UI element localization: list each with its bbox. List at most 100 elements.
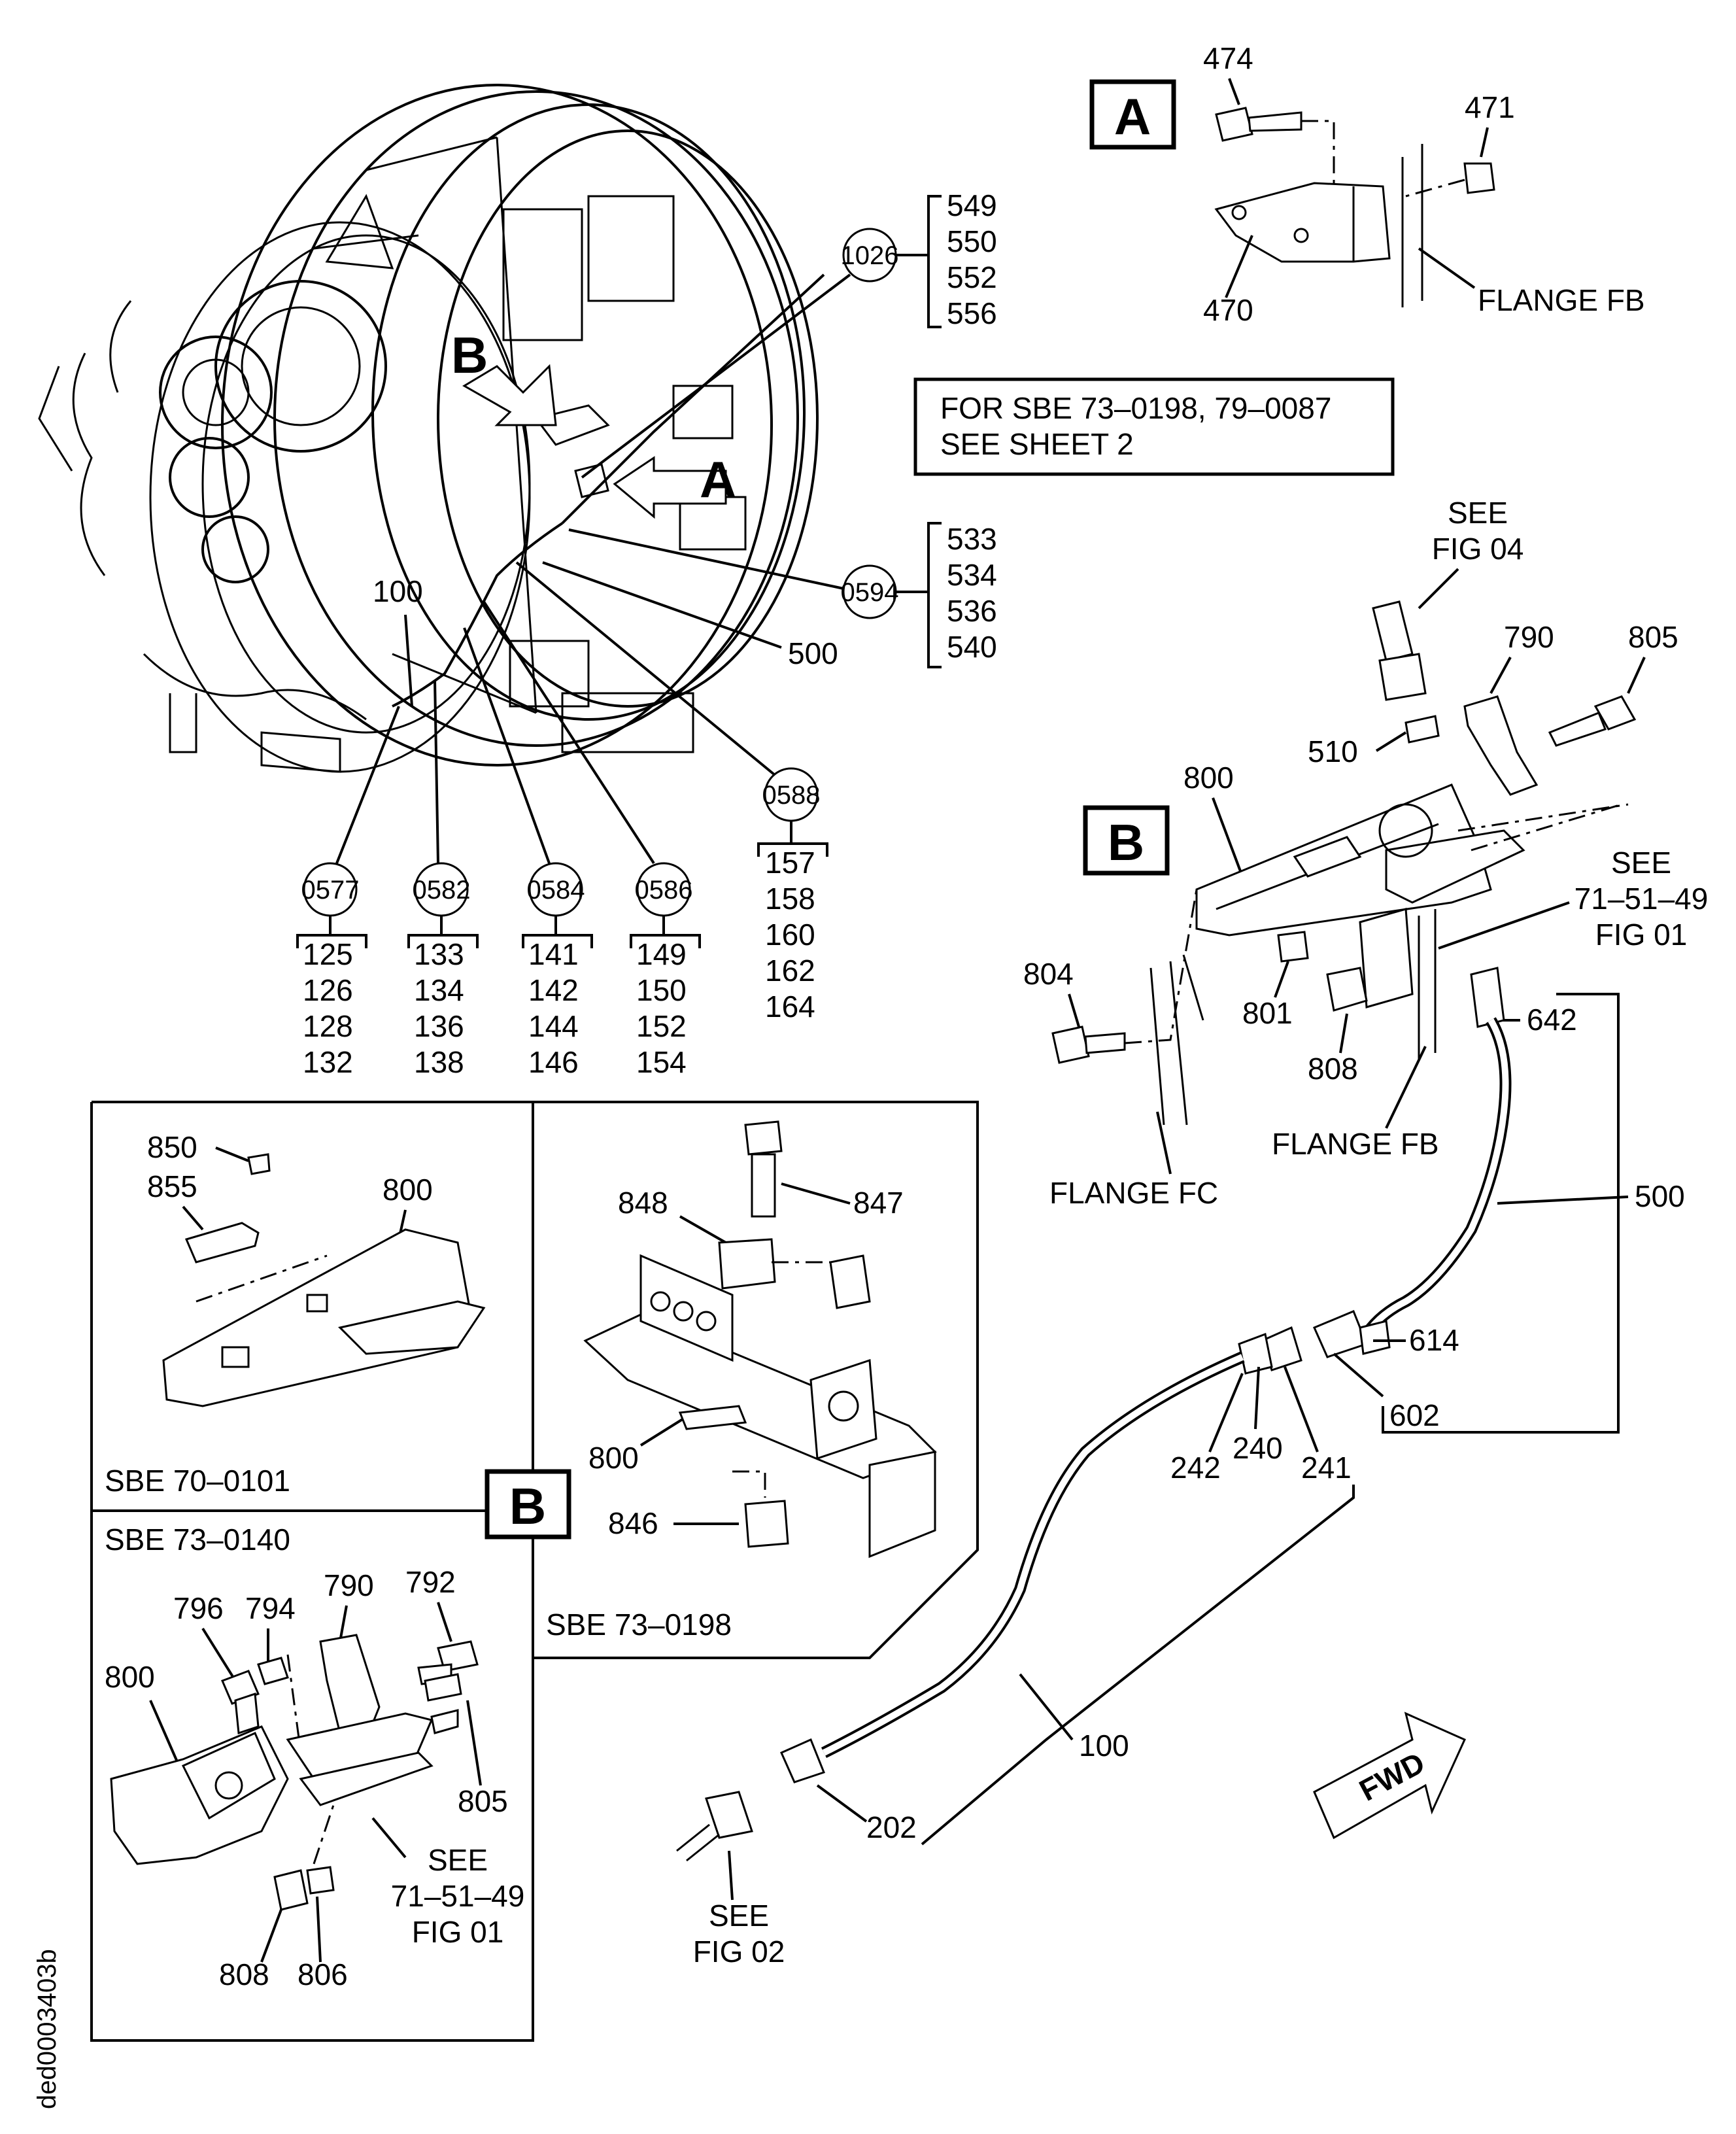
panel-see-line3: FIG 01 (412, 1915, 504, 1949)
part-202: 202 (866, 1810, 917, 1844)
callout-0594-item: 533 (947, 522, 997, 556)
callout-1026-item: 552 (947, 260, 997, 294)
part-808-sbe73: 808 (219, 1957, 269, 1991)
part-471: 471 (1465, 90, 1515, 124)
part-800-sbe70: 800 (383, 1173, 433, 1207)
part-642: 642 (1527, 1003, 1577, 1037)
part-801: 801 (1242, 996, 1293, 1030)
part-808: 808 (1308, 1052, 1358, 1086)
part-805: 805 (1628, 620, 1678, 654)
callout-0594-item: 540 (947, 630, 997, 664)
see-fig02-line2: FIG 02 (693, 1935, 785, 1969)
callout-1026-item: 550 (947, 224, 997, 258)
callout-0594-item: 536 (947, 594, 997, 628)
part-800-sbe73-0140: 800 (105, 1660, 155, 1694)
callout-0584-item: 141 (528, 937, 579, 971)
part-790: 790 (1504, 620, 1554, 654)
part-805-sbe73: 805 (458, 1784, 508, 1818)
callout-0584-id: 0584 (527, 876, 585, 904)
callout-1026-id: 1026 (841, 241, 899, 270)
part-848: 848 (618, 1186, 668, 1220)
see-fig02-line1: SEE (709, 1899, 769, 1933)
callout-0594-item: 534 (947, 558, 997, 592)
callout-0577: 0577 125 126 128 132 (296, 706, 400, 1079)
view-b-letter: B (451, 326, 488, 384)
panel-sbe73-0140: SBE 73–0140 796 794 790 792 800 805 SEE … (105, 1523, 524, 1991)
part-500: 500 (1635, 1179, 1685, 1213)
panel-see-line1: SEE (428, 1843, 488, 1877)
engine-tube-500-label: 500 (788, 636, 838, 670)
part-792: 792 (405, 1565, 456, 1599)
note-line-1: FOR SBE 73–0198, 79–0087 (940, 391, 1331, 425)
part-242: 242 (1170, 1451, 1221, 1485)
see-71-line1: SEE (1611, 846, 1671, 880)
callout-1026: 1026 549 550 552 556 (581, 188, 997, 479)
part-240: 240 (1233, 1431, 1283, 1465)
panel-see-line2: 71–51–49 (391, 1879, 525, 1913)
see-fig04-line1: SEE (1448, 496, 1508, 530)
callout-0584: 0584 141 142 144 146 (463, 627, 593, 1079)
callout-0586-item: 152 (636, 1009, 687, 1043)
engine-illustration: B A (38, 84, 825, 773)
part-804: 804 (1023, 957, 1074, 991)
part-796: 796 (173, 1591, 224, 1625)
part-510: 510 (1308, 734, 1358, 768)
callout-0582-item: 138 (414, 1045, 464, 1079)
note-box: FOR SBE 73–0198, 79–0087 SEE SHEET 2 (913, 377, 1395, 476)
callout-0588-item: 157 (765, 846, 815, 880)
callout-0584-item: 142 (528, 973, 579, 1007)
flange-fb-label-b: FLANGE FB (1272, 1127, 1439, 1161)
callout-0582-item: 136 (414, 1009, 464, 1043)
flange-fb-label-a: FLANGE FB (1478, 283, 1645, 317)
callout-0594: 0594 533 534 536 540 (568, 522, 997, 668)
callout-1026-item: 549 (947, 188, 997, 222)
part-100: 100 (1079, 1729, 1129, 1763)
detail-a-letter: A (1114, 88, 1151, 145)
callout-0594-id: 0594 (841, 578, 899, 607)
part-241: 241 (1301, 1451, 1352, 1485)
callout-0588-item: 160 (765, 918, 815, 952)
panel-b-letter: B (509, 1477, 546, 1535)
callout-0586-item: 149 (636, 937, 687, 971)
tube-assembly: 500 614 602 242 240 241 100 202 SEE FIG … (676, 993, 1685, 1969)
part-855: 855 (147, 1169, 197, 1203)
callout-0586-item: 150 (636, 973, 687, 1007)
panel-sbe73-0198-caption: SBE 73–0198 (546, 1608, 732, 1642)
detail-panels: B (90, 1101, 979, 2042)
callout-0582-item: 133 (414, 937, 464, 971)
callout-0584-item: 144 (528, 1009, 579, 1043)
drawing-id: ded0003403b (33, 1949, 61, 2109)
panel-sbe73-0140-caption: SBE 73–0140 (105, 1523, 290, 1557)
callout-0577-item: 132 (303, 1045, 353, 1079)
panel-sbe70-caption: SBE 70–0101 (105, 1464, 290, 1498)
part-800-sbe73-0198: 800 (588, 1441, 639, 1475)
callout-0577-id: 0577 (301, 876, 360, 904)
callout-0577-item: 125 (303, 937, 353, 971)
callout-0586: 0586 149 150 152 154 (483, 600, 701, 1079)
part-474: 474 (1203, 41, 1253, 75)
callout-0577-item: 126 (303, 973, 353, 1007)
callout-0582-item: 134 (414, 973, 464, 1007)
callout-0586-item: 154 (636, 1045, 687, 1079)
view-a-letter: A (700, 451, 736, 508)
note-line-2: SEE SHEET 2 (940, 427, 1134, 461)
callout-0582: 0582 133 134 136 138 (407, 680, 479, 1079)
part-806: 806 (298, 1957, 348, 1991)
see-71-line3: FIG 01 (1595, 918, 1688, 952)
detail-b-letter: B (1108, 814, 1144, 871)
part-470: 470 (1203, 293, 1253, 327)
callout-0588-item: 158 (765, 882, 815, 916)
part-790-sbe73: 790 (324, 1568, 374, 1602)
callout-0588-id: 0588 (762, 781, 821, 810)
callout-0584-item: 146 (528, 1045, 579, 1079)
callout-0588-item: 162 (765, 954, 815, 988)
part-614: 614 (1409, 1323, 1459, 1357)
callout-0588: 0588 157 158 160 162 164 (515, 561, 828, 1024)
fwd-arrow-icon: FWD (1313, 1712, 1466, 1840)
panel-sbe70-0101: 850 855 800 SBE 70–0101 (105, 1130, 486, 1498)
detail-a: A 474 471 470 FLANGE FB (1089, 41, 1645, 327)
part-602: 602 (1389, 1398, 1440, 1432)
see-71-line2: 71–51–49 (1574, 882, 1709, 916)
detail-b-main: B SEE FIG 04 790 805 510 800 SEE 71–51–4… (1023, 496, 1708, 1210)
